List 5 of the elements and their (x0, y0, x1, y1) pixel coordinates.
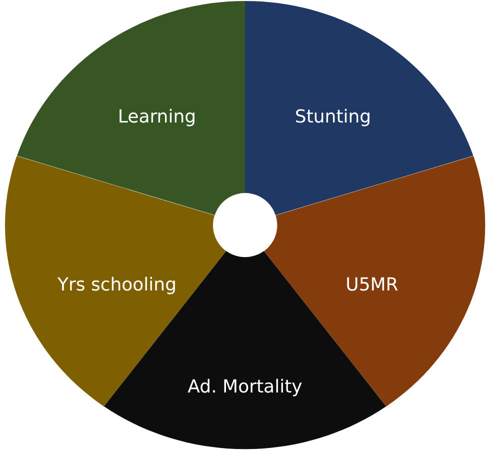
segment-label: Stunting (294, 106, 372, 128)
segment-label: U5MR (346, 274, 398, 296)
segment-label: Learning (118, 106, 196, 128)
segment-label: Yrs schooling (57, 274, 177, 296)
segment-label: Ad. Mortality (188, 376, 302, 398)
